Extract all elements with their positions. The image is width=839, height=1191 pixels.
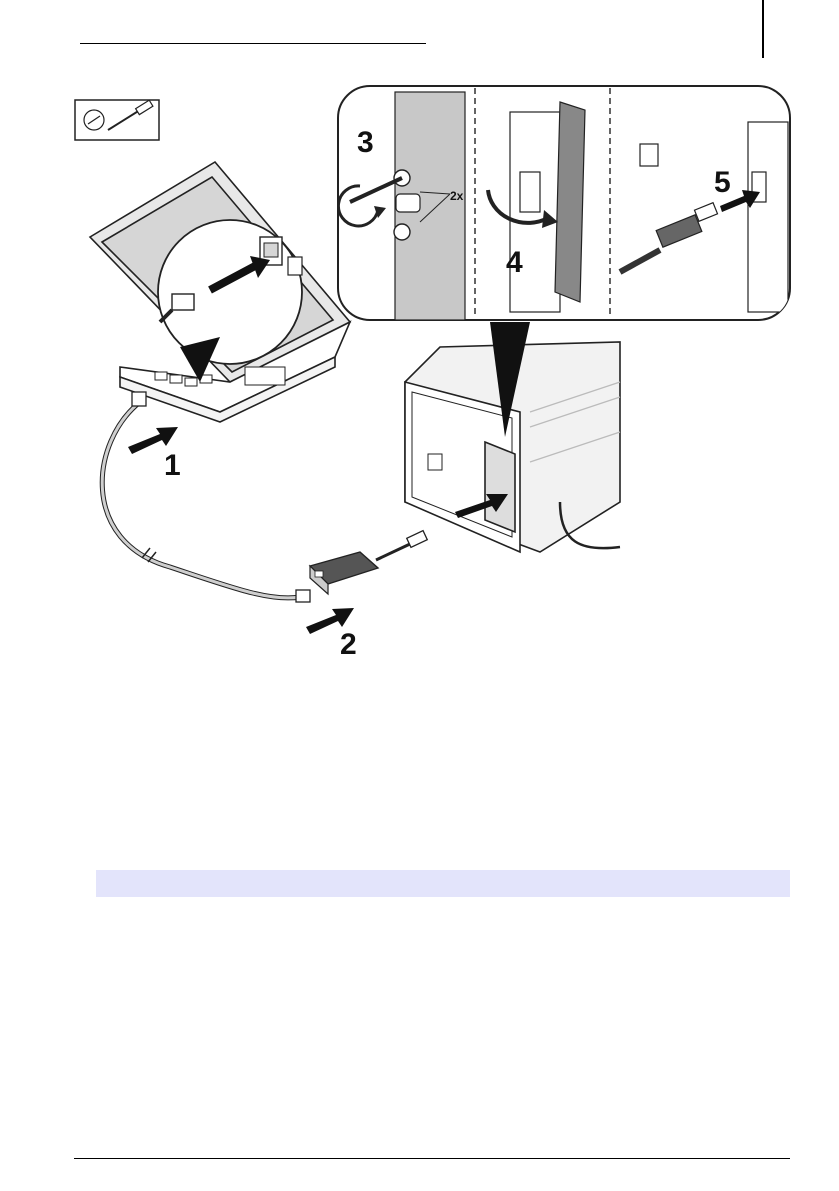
step-label-2: 2 xyxy=(340,628,357,661)
repeat-count-label: 2x xyxy=(450,189,464,203)
footer-rule xyxy=(74,1158,790,1159)
connection-illustration: 1 2 3 4 5 2x xyxy=(60,82,800,662)
detail-callout xyxy=(338,86,790,320)
header-rule xyxy=(80,43,426,44)
step-label-4: 4 xyxy=(506,246,523,279)
highlight-bar xyxy=(96,870,790,897)
usb-adapter-icon xyxy=(310,531,427,594)
step-label-1: 1 xyxy=(164,449,181,482)
page-corner-mark xyxy=(762,0,764,58)
step-label-5: 5 xyxy=(714,166,731,199)
screwdriver-icon xyxy=(75,100,159,140)
network-cable xyxy=(102,392,310,602)
step-label-3: 3 xyxy=(357,126,374,159)
